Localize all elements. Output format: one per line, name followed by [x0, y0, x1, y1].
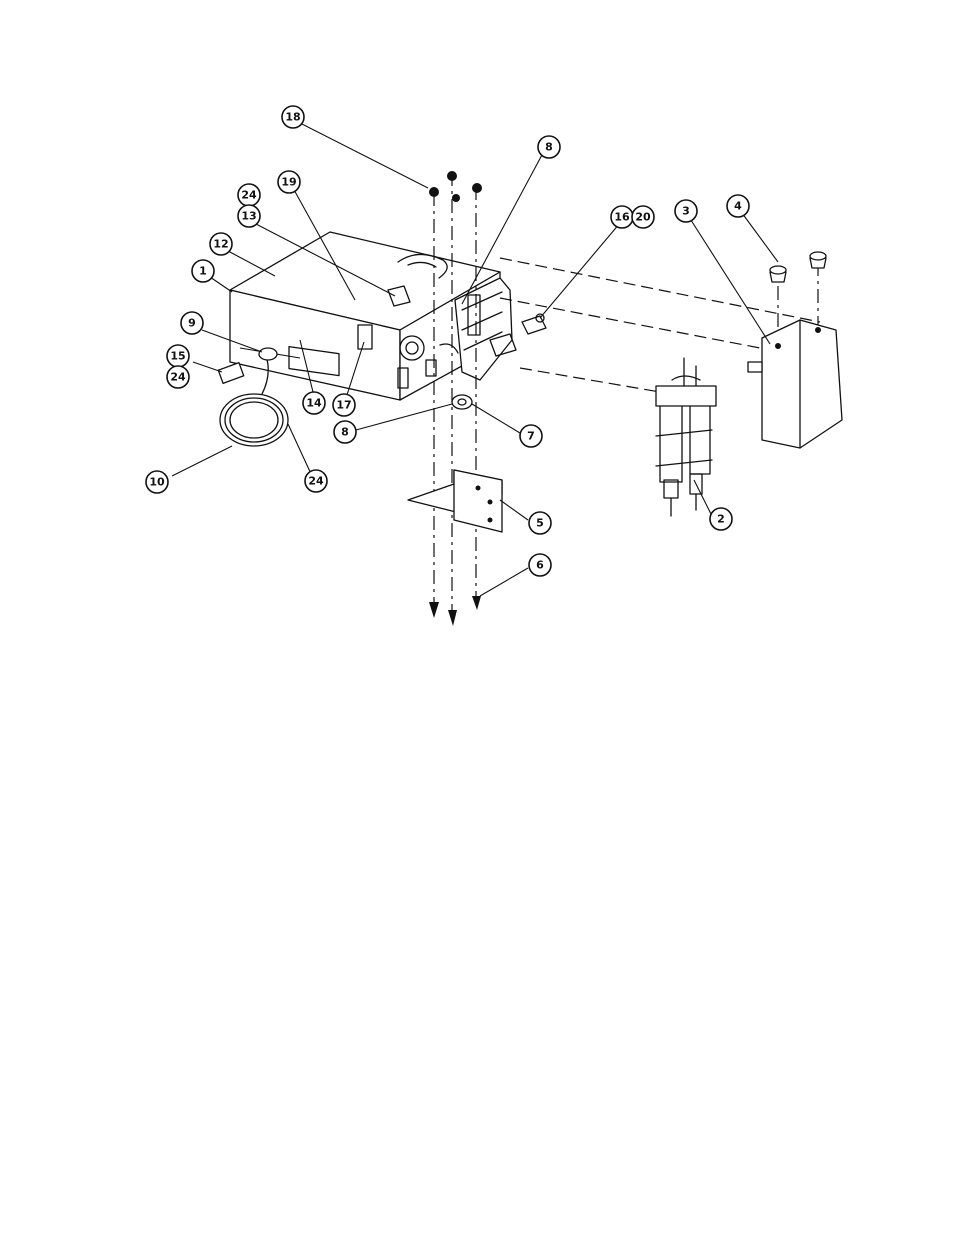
callout-label: 5 — [536, 517, 544, 530]
callout-10: 10 — [146, 471, 168, 493]
mounting-bracket — [408, 470, 502, 532]
callout-9: 9 — [181, 312, 203, 334]
callout-19: 19 — [278, 171, 300, 193]
callout-label: 17 — [336, 399, 351, 412]
callout-label: 6 — [536, 559, 544, 572]
callout-24: 24 — [305, 470, 327, 492]
callout-label: 2 — [717, 513, 725, 526]
callout-12: 12 — [210, 233, 232, 255]
callout-5: 5 — [529, 512, 551, 534]
callout-20: 20 — [632, 206, 654, 228]
callout-24: 24 — [167, 366, 189, 388]
callout-18: 18 — [282, 106, 304, 128]
callout-16: 16 — [611, 206, 633, 228]
callout-label: 16 — [614, 211, 630, 224]
nut-part — [452, 395, 472, 409]
callout-2: 2 — [710, 508, 732, 530]
callout-label: 20 — [635, 211, 651, 224]
callout-24: 24 — [238, 184, 260, 206]
callout-13: 13 — [238, 205, 260, 227]
callout-label: 24 — [241, 189, 257, 202]
callout-label: 9 — [188, 317, 196, 330]
callout-label: 3 — [682, 205, 690, 218]
callout-6: 6 — [529, 554, 551, 576]
callout-label: 24 — [308, 475, 324, 488]
callout-label: 15 — [170, 350, 185, 363]
cover — [748, 320, 842, 448]
callout-1: 1 — [192, 260, 214, 282]
callout-4: 4 — [727, 195, 749, 217]
callout-15: 15 — [167, 345, 189, 367]
callout-7: 7 — [520, 425, 542, 447]
knobs — [770, 252, 826, 282]
callout-label: 8 — [545, 141, 553, 154]
callout-8: 8 — [334, 421, 356, 443]
callout-label: 10 — [149, 476, 165, 489]
callout-17: 17 — [333, 394, 355, 416]
valve-assembly — [656, 358, 716, 516]
callout-label: 8 — [341, 426, 349, 439]
callout-label: 7 — [527, 430, 535, 443]
callout-label: 14 — [306, 397, 322, 410]
callout-label: 13 — [241, 210, 256, 223]
callout-label: 1 — [199, 265, 207, 278]
callout-label: 19 — [281, 176, 296, 189]
callout-label: 12 — [213, 238, 228, 251]
fitting — [522, 314, 546, 334]
callout-8: 8 — [538, 136, 560, 158]
callout-label: 4 — [734, 200, 742, 213]
callout-14: 14 — [303, 392, 325, 414]
callout-label: 24 — [170, 371, 186, 384]
callout-label: 18 — [285, 111, 300, 124]
callout-3: 3 — [675, 200, 697, 222]
